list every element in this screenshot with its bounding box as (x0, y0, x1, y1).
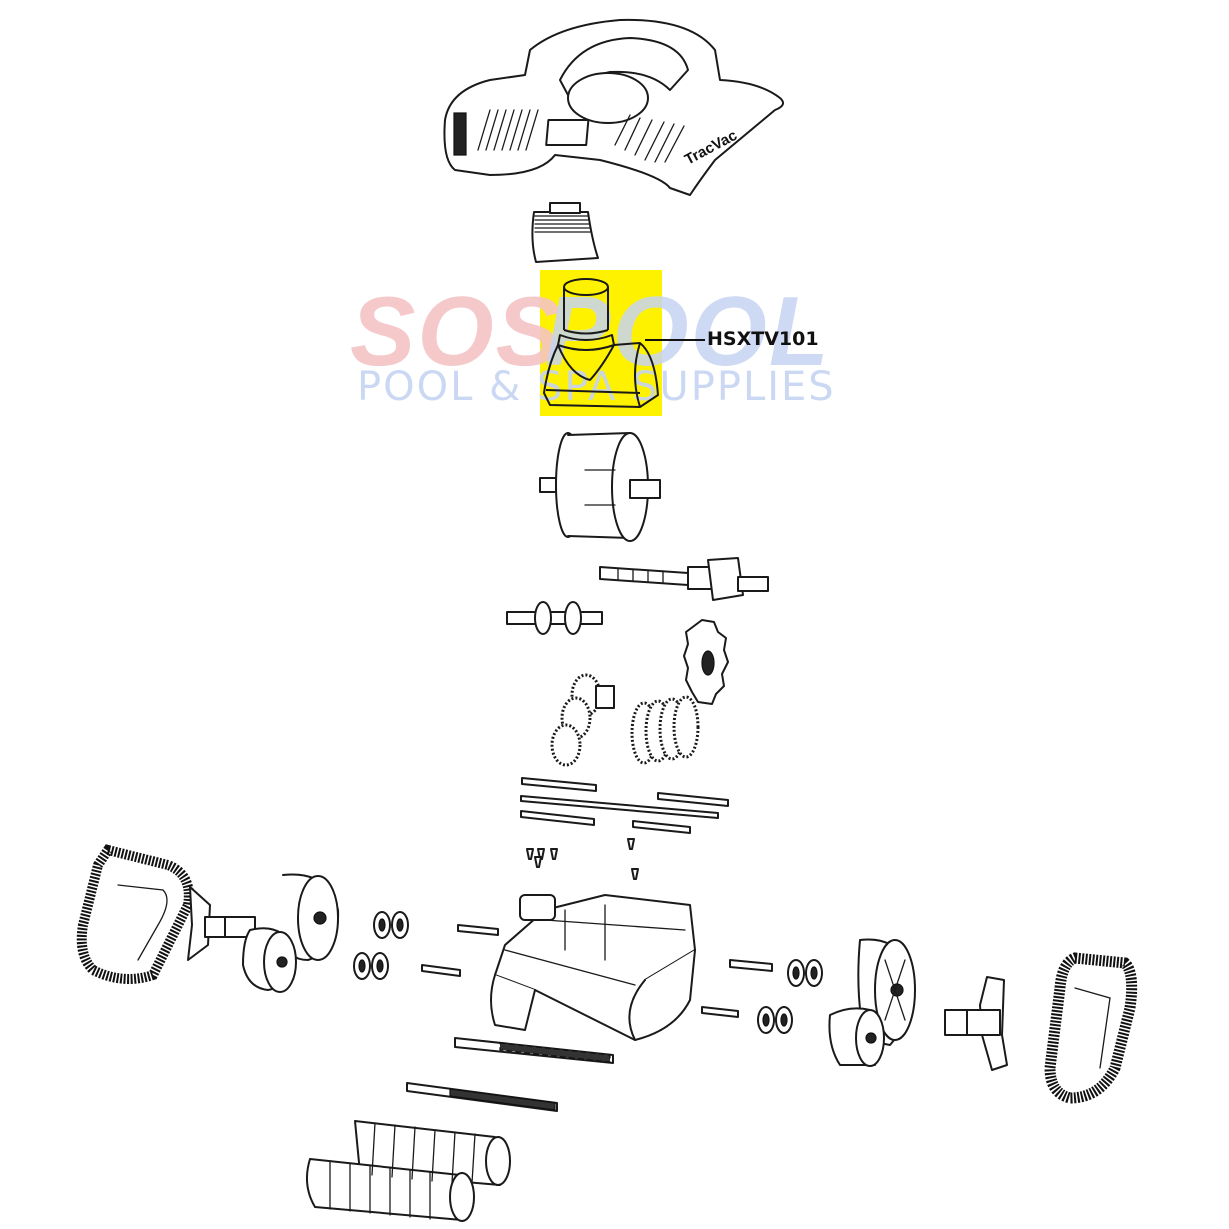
left-side-bracket[interactable] (180, 885, 260, 965)
watermark-pool: POOL (545, 276, 831, 386)
watermark-sos: SOS (350, 276, 563, 386)
left-bearings[interactable] (352, 908, 417, 983)
brush-shafts[interactable] (405, 1035, 615, 1115)
drive-shaft-assembly[interactable] (598, 555, 778, 615)
chassis[interactable] (485, 890, 700, 1041)
impeller-drum[interactable] (539, 430, 670, 545)
brush-rollers[interactable] (300, 1115, 515, 1225)
right-bearings[interactable] (752, 955, 823, 1040)
screws[interactable] (522, 835, 642, 880)
filter-door[interactable] (526, 200, 606, 265)
left-pins[interactable] (420, 920, 500, 980)
swivel-housing[interactable] (540, 275, 665, 415)
callout-line (645, 339, 705, 341)
gear-cluster-left[interactable] (548, 673, 623, 768)
top-cover[interactable]: TracVac (430, 10, 810, 200)
roller-shaft[interactable] (505, 600, 605, 640)
rods[interactable] (518, 775, 733, 835)
part-number-label[interactable]: HSXTV101 (707, 328, 819, 350)
left-track[interactable] (76, 844, 218, 985)
right-track[interactable] (1040, 948, 1140, 1108)
right-wheels[interactable] (825, 935, 935, 1070)
left-wheels[interactable] (238, 870, 348, 995)
drive-sprocket[interactable] (682, 618, 730, 708)
gear-stack-right[interactable] (630, 695, 705, 765)
right-pins[interactable] (700, 955, 780, 1025)
right-side-bracket[interactable] (942, 975, 1022, 1075)
